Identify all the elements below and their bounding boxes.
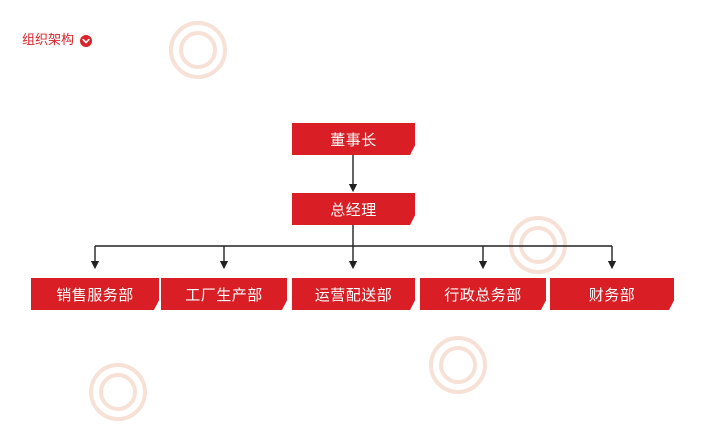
chevron-down-circle-icon[interactable] <box>80 35 93 47</box>
section-title: 组织架构 <box>22 33 75 48</box>
node-label: 行政总务部 <box>444 285 522 304</box>
node-chairman: 董事长 <box>292 123 415 155</box>
node-department: 销售服务部 <box>31 278 159 310</box>
node-label: 董事长 <box>330 130 377 149</box>
node-general-manager: 总经理 <box>292 193 415 225</box>
node-label: 运营配送部 <box>314 285 393 304</box>
section-header: 组织架构 <box>22 33 93 49</box>
node-label: 销售服务部 <box>56 285 134 304</box>
node-department: 工厂生产部 <box>161 278 287 310</box>
node-department: 运营配送部 <box>292 278 415 310</box>
node-label: 工厂生产部 <box>185 285 263 304</box>
node-label: 总经理 <box>330 200 377 219</box>
node-department: 财务部 <box>550 278 674 310</box>
node-label: 财务部 <box>588 285 636 304</box>
node-department: 行政总务部 <box>420 278 546 310</box>
